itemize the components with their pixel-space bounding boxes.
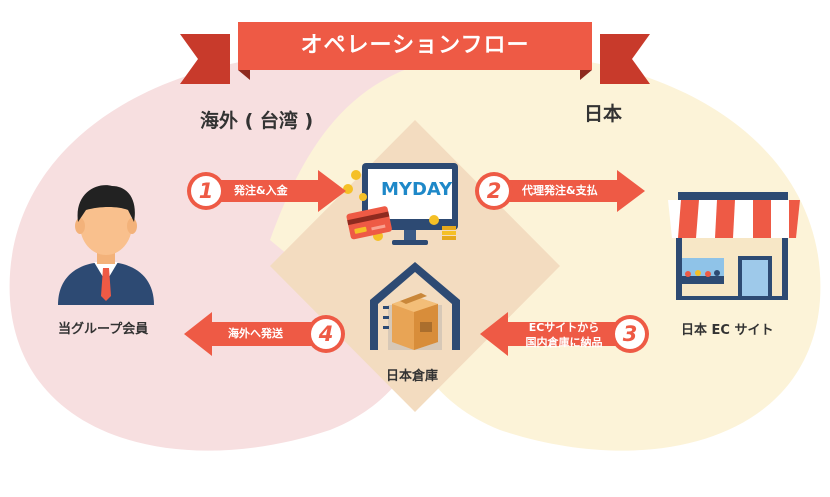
step-2-label: 代理発注&支払: [522, 184, 598, 197]
step-4-arrow: [184, 312, 345, 356]
coins-icon: [343, 170, 456, 241]
japan-region-label: 日本: [584, 103, 623, 125]
overseas-region-label: 海外 ( 台湾 ): [200, 110, 314, 132]
ec-site-label: 日本 EC サイト: [681, 323, 774, 338]
step-4-label: 海外へ発送: [228, 327, 283, 340]
step-1-arrow: [187, 170, 346, 212]
step-4-number: 4: [318, 322, 334, 346]
warehouse-label: 日本倉庫: [386, 369, 439, 384]
package-box-icon: [392, 293, 438, 350]
step-3-label-line2: 国内倉庫に納品: [525, 336, 603, 349]
step-2-number: 2: [486, 179, 502, 203]
member-label: 当グループ会員: [58, 322, 149, 337]
member-person-icon: [58, 185, 154, 305]
step-1-label: 発注&入金: [234, 184, 288, 197]
ec-store-icon: [668, 192, 800, 300]
title-banner: [180, 22, 650, 84]
credit-card-icon: [346, 206, 392, 240]
step-3-number: 3: [622, 322, 638, 346]
banner-title: オペレーションフロー: [300, 33, 530, 58]
step-3-label-line1: ECサイトから: [528, 321, 600, 334]
myday-logo: MYDAY: [381, 179, 453, 200]
step-1-number: 1: [198, 179, 214, 203]
step-2-arrow: [475, 170, 645, 212]
step-3-arrow: [480, 312, 649, 356]
